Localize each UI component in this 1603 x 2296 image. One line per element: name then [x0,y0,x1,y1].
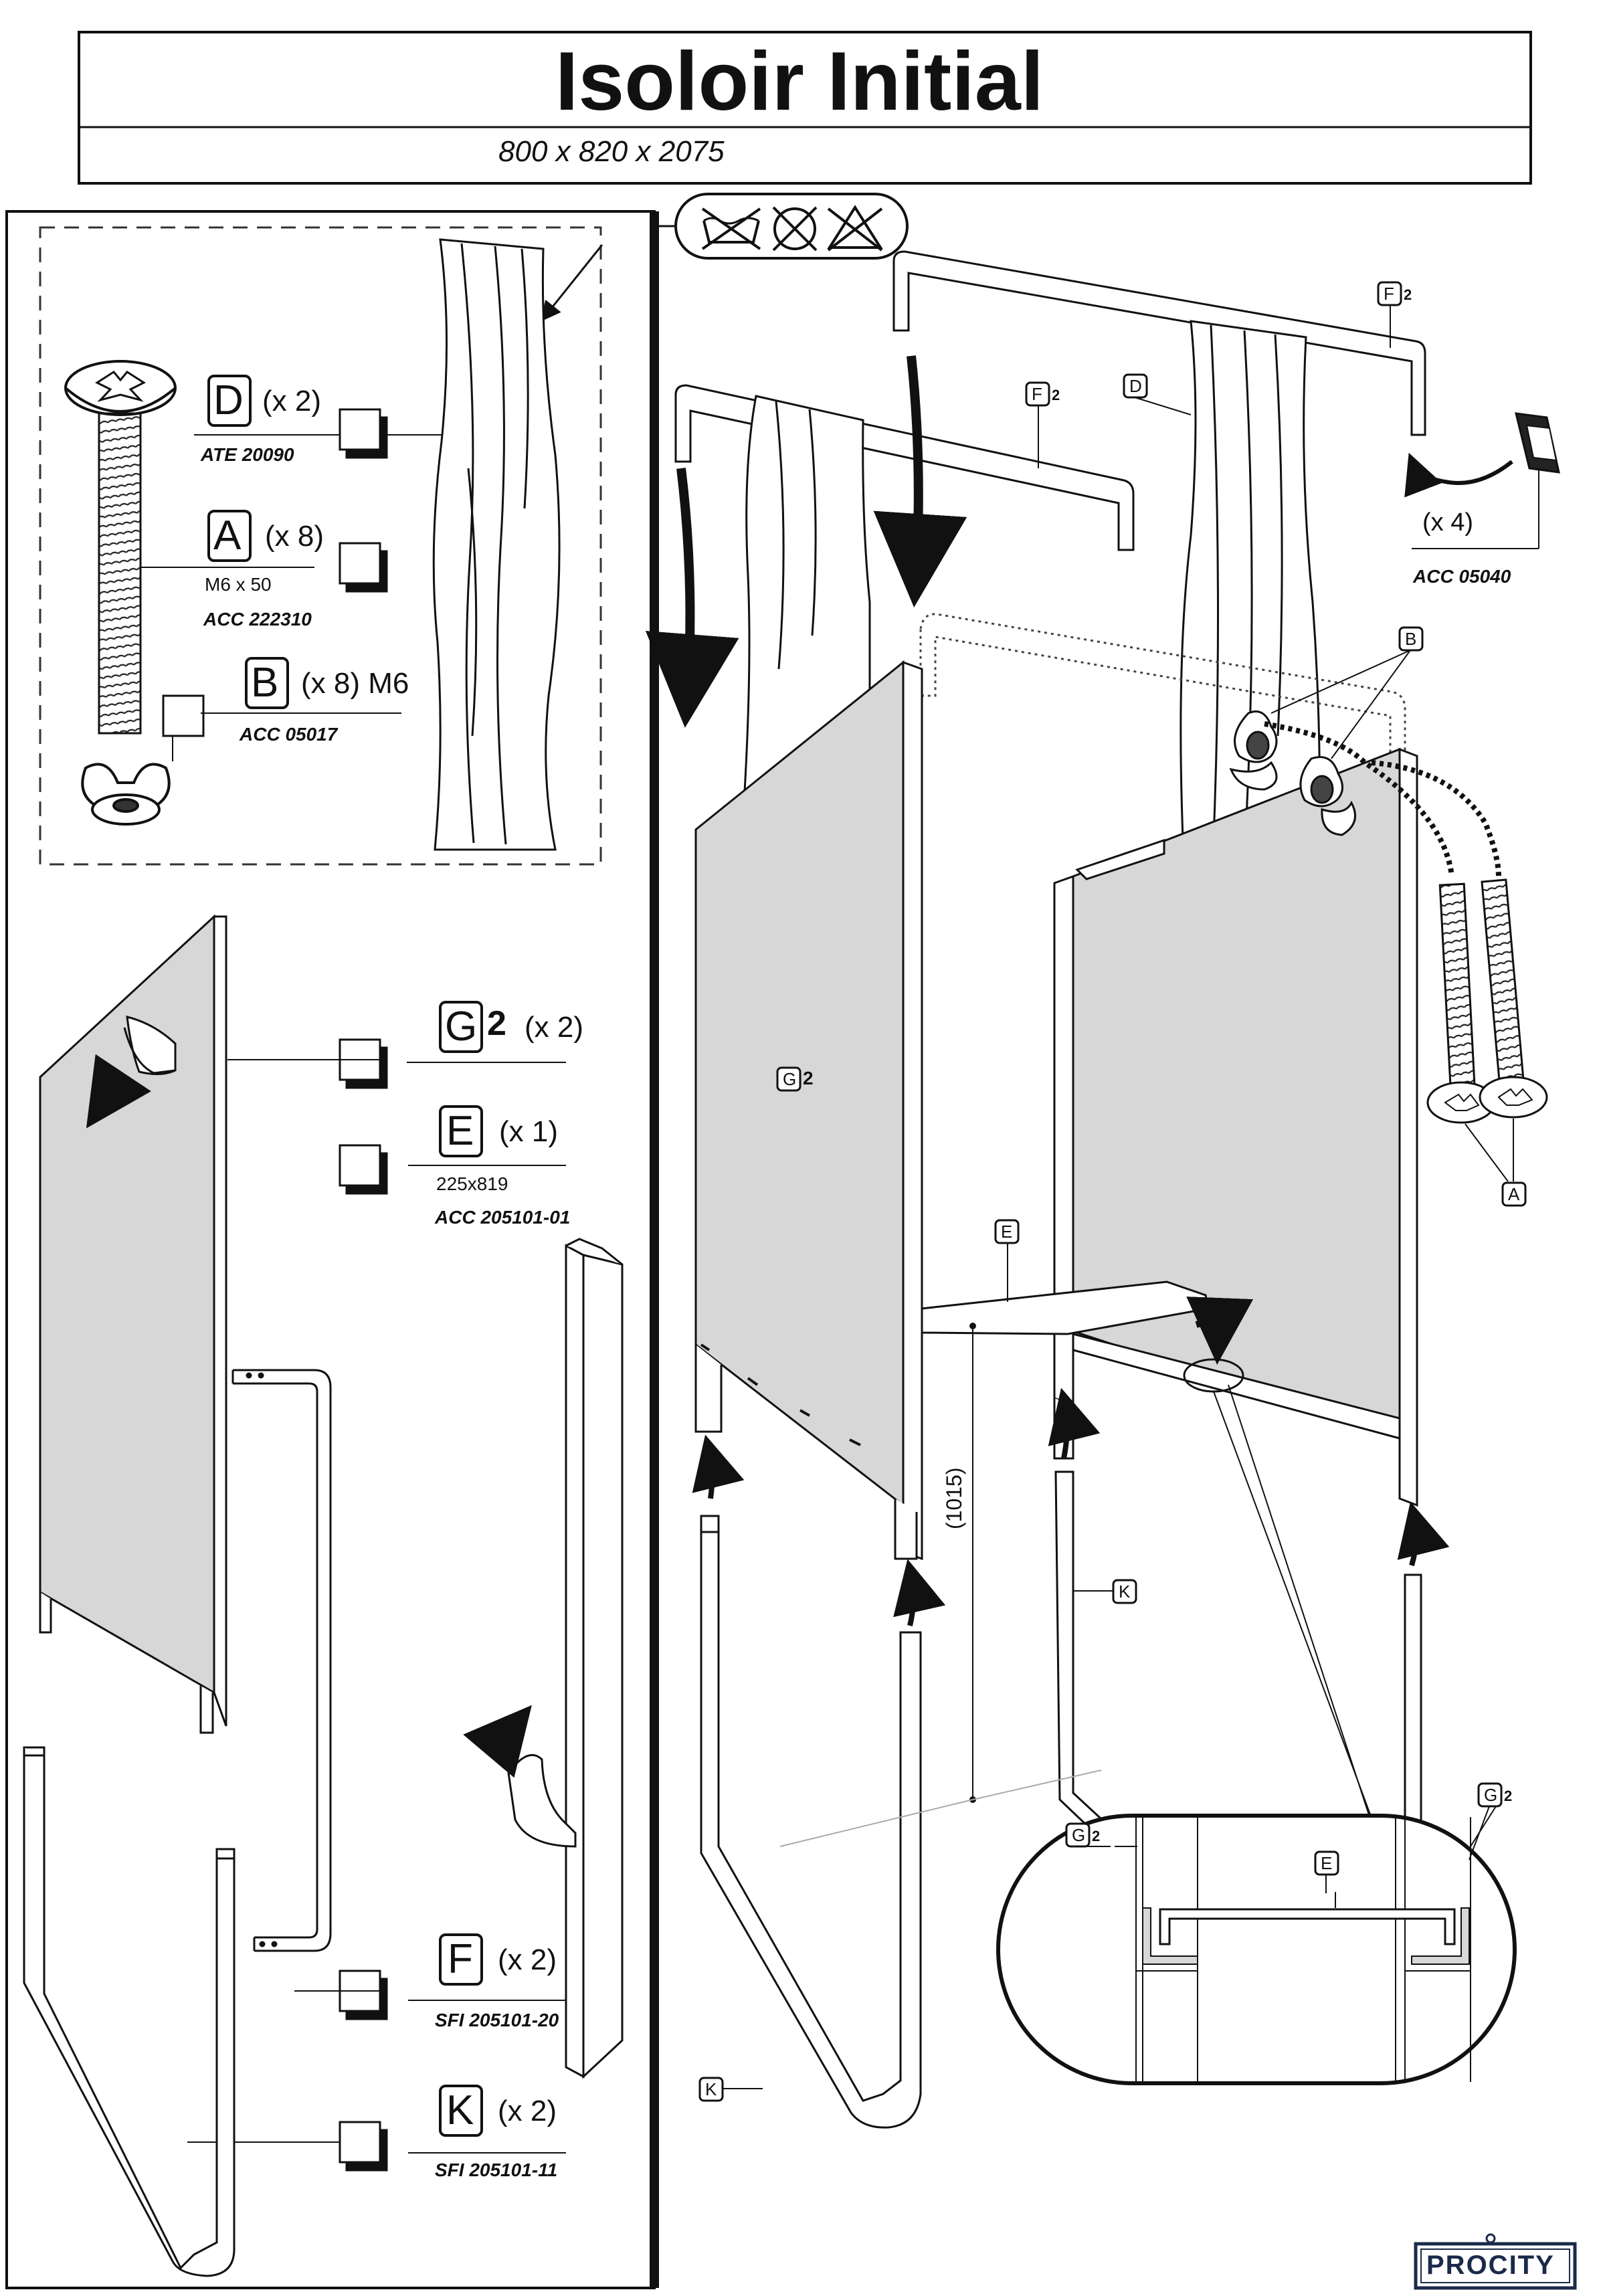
brand-logo-text: PROCITY [1426,2251,1555,2280]
part-e-ref: ACC 205101-01 [435,1207,571,1228]
procity-logo [1414,2233,1577,2290]
label-k-right: K [1119,1582,1131,1602]
label-d: D [1129,376,1142,396]
no-dry-cleaning-icon [772,206,818,252]
curtain-illustration [432,238,561,851]
label-g2-panel-num: 2 [803,1068,814,1088]
panel-g-illustration [39,914,227,1734]
bolt-illustration [64,360,177,735]
label-g2-detail-right-num: 2 [1504,1788,1513,1804]
label-b: B [1405,629,1417,649]
part-e-spec: 225x819 [436,1173,508,1194]
care-symbols [674,193,909,260]
label-f2-right-letter: F [1384,284,1394,304]
wing-nut-illustration [81,763,171,826]
label-g2-detail-left-letter: G [1072,1825,1086,1845]
label-g2-detail-right-letter: G [1484,1785,1498,1805]
part-e-qty: (x 1) [499,1115,558,1148]
label-g2-detail-left-num: 2 [1092,1828,1101,1844]
label-g2-panel-letter: G [783,1069,797,1089]
height-dimension-text: (1015) [942,1467,966,1530]
part-k-letter: K [446,2087,474,2133]
part-f-ref: SFI 205101-20 [435,2010,559,2030]
page-title: Isoloir Initial [555,35,1044,128]
part-a-letter: A [213,512,242,559]
label-f2-left-num: 2 [1052,387,1060,403]
curtain-hardware-box [39,226,602,866]
part-e-letter: E [446,1108,474,1154]
no-bleach-icon [827,205,883,252]
product-dimensions: 800 x 820 x 2075 [498,135,725,168]
top-frame-rear [892,250,1426,436]
title-box [78,31,1532,185]
down-arrow-left [645,468,739,728]
part-d-qty: (x 2) [262,385,321,417]
label-f2-left-letter: F [1032,384,1042,404]
label-f2-right-num: 2 [1404,286,1412,303]
part-k-ref: SFI 205101-11 [435,2160,558,2180]
detail-oval [996,1806,1517,2085]
part-f-letter: F [448,1936,473,1982]
frame-f-illustration [231,1369,332,1952]
part-b-letter: B [251,660,279,706]
foot-cap-ref: ACC 05040 [1413,566,1511,587]
bolts-assembly [1426,878,1548,1124]
insert-arrows [692,1297,1450,1626]
top-frame-front [674,384,1135,551]
label-k-left: K [705,2079,717,2099]
label-e-detail: E [1321,1853,1333,1873]
frame-k-illustration [23,1746,235,2277]
down-arrow-center [873,355,967,607]
frame-k-assembly-left [700,1515,922,2129]
foot-cap-qty: (x 4) [1422,508,1473,537]
part-g-number: 2 [487,1004,506,1043]
curtain-left-assembly [743,395,871,804]
part-g-letter: G [445,1003,478,1050]
part-d-letter: D [213,377,244,423]
label-a: A [1508,1184,1520,1204]
part-k-qty: (x 2) [498,2095,557,2127]
panel-g2-left [694,660,923,1561]
bolt-insertion-paths [1264,721,1501,877]
label-e: E [1001,1222,1013,1242]
part-g-qty: (x 2) [525,1011,583,1044]
part-a-ref: ACC 222310 [203,609,312,630]
no-washing-icon [701,207,761,250]
part-a-spec: M6 x 50 [205,574,272,595]
part-d-ref: ATE 20090 [201,444,294,465]
foot-cap-illustration [1404,412,1560,549]
part-b-qty: (x 8) M6 [301,667,409,700]
part-f-qty: (x 2) [498,1943,557,1976]
bar-e-illustration [463,1238,624,2079]
part-b-ref: ACC 05017 [240,724,338,745]
letter-boxes-left [207,375,483,2137]
part-a-qty: (x 8) [265,520,324,553]
